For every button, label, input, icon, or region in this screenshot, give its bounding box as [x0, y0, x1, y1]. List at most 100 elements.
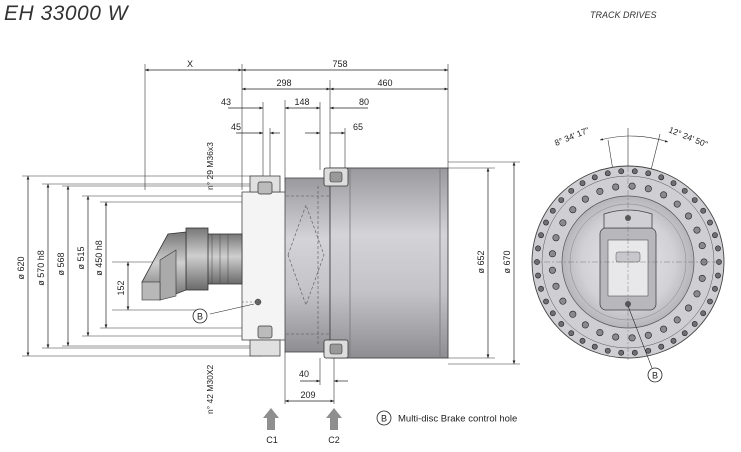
bolt-hole-icon [569, 206, 577, 214]
bolt-note-top: n° 29 M36x3 [205, 142, 215, 190]
dim-758: 758 [332, 59, 347, 69]
bolt-hole-icon [552, 234, 560, 242]
bolt-hole-icon [581, 321, 589, 329]
dim-45: 45 [231, 122, 241, 132]
hydraulic-motor [141, 227, 243, 301]
bolt-hole-icon [548, 250, 556, 258]
bolt-hole-icon [543, 298, 549, 305]
bolt-hole-icon [568, 330, 575, 337]
bolt-hole-icon [604, 170, 611, 177]
port-c1-label: C1 [266, 435, 278, 445]
bolt-hole-icon [715, 245, 721, 252]
bolt-note-bottom: n° 42 M30X2 [205, 364, 215, 414]
bolt-hole-icon [552, 282, 560, 290]
angle-left: 8° 34' 17" [553, 125, 591, 148]
bolt-hole-icon [658, 174, 665, 181]
dim-d515: ø 515 [76, 246, 86, 269]
bolt-hole-icon [538, 232, 544, 239]
bolt-hole-icon [579, 337, 586, 344]
bolt-hole-icon [596, 187, 604, 195]
dim-148: 148 [294, 97, 309, 107]
category-label: TRACK DRIVES [590, 10, 657, 20]
bolt-hole-icon [712, 285, 718, 292]
bolt-hole-icon [558, 197, 565, 203]
bolt-hole-icon [559, 297, 567, 305]
legend-text: Multi-disc Brake control hole [398, 414, 517, 425]
bolt-hole-icon [579, 180, 586, 187]
bolt-hole-icon [618, 168, 625, 175]
drive-body [241, 167, 449, 359]
port-c1-arrow [263, 408, 279, 430]
bolt-hole-icon [644, 185, 652, 193]
legend-symbol: B [381, 414, 387, 424]
bolt-hole-icon [670, 337, 677, 344]
bolt-hole-icon [558, 320, 565, 327]
bolt-hole-icon [543, 219, 549, 226]
bolt-hole-icon [591, 343, 598, 350]
bolt-hole-icon [698, 274, 706, 282]
bolt-hole-icon [645, 170, 652, 177]
bolt-hole-icon [628, 182, 636, 190]
brake-marker-front: B [652, 371, 658, 381]
dim-460: 460 [377, 78, 392, 88]
dim-40: 40 [299, 369, 309, 379]
bolt-hole-icon [569, 310, 577, 318]
bolt-hole-icon [693, 226, 701, 234]
bolt-hole-icon [715, 272, 721, 279]
bolt-hole-icon [691, 197, 698, 203]
dim-152: 152 [116, 280, 126, 295]
dim-209: 209 [300, 390, 315, 400]
bolt-hole-icon [681, 187, 688, 194]
bolt-hole-icon [612, 183, 620, 191]
bolt-hole-icon [658, 343, 665, 350]
dim-d620: ø 620 [16, 256, 26, 279]
dim-d652: ø 652 [476, 250, 486, 273]
bolt-hole-icon [660, 191, 668, 199]
bolt-hole-icon [684, 304, 692, 312]
bolt-hole-icon [549, 310, 556, 317]
bolt-hole-icon [596, 329, 604, 337]
bolt-hole-icon [548, 266, 556, 274]
dim-d568: ø 568 [56, 252, 66, 275]
dim-298: 298 [276, 78, 291, 88]
angle-right: 12° 24' 50" [667, 125, 709, 150]
bolt-hole-icon [581, 195, 589, 203]
dim-80: 80 [359, 97, 369, 107]
bolt-hole-icon [691, 320, 698, 327]
dim-x: X [187, 59, 193, 69]
bolt-hole-icon [700, 310, 707, 317]
bolt-hole-icon [673, 200, 681, 208]
bolt-hole-icon [707, 298, 713, 305]
bolt-hole-icon [618, 349, 625, 356]
bolt-hole-icon [700, 207, 707, 214]
bolt-hole-icon [535, 245, 541, 252]
bolt-hole-icon [712, 232, 718, 239]
dim-d570: ø 570 h8 [36, 250, 46, 286]
bolt-hole-icon [681, 330, 688, 337]
dim-d450: ø 450 h8 [94, 240, 104, 276]
bolt-hole-icon [698, 242, 706, 250]
bolt-hole-icon [645, 347, 652, 354]
bolt-hole-icon [604, 347, 611, 354]
bolt-hole-icon [538, 285, 544, 292]
bolt-hole-icon [612, 333, 620, 341]
bolt-hole-icon [670, 180, 677, 187]
bolt-hole-icon [591, 174, 598, 181]
bolt-hole-icon [549, 207, 556, 214]
dim-d670: ø 670 [502, 250, 512, 273]
bolt-hole-icon [693, 290, 701, 298]
bolt-hole-icon [559, 219, 567, 227]
bolt-hole-icon [631, 349, 638, 356]
page-title: EH 33000 W [4, 2, 129, 25]
port-c2-arrow [326, 408, 342, 430]
bolt-hole-icon [707, 219, 713, 226]
bolt-hole-icon [631, 168, 638, 175]
bolt-hole-icon [628, 334, 636, 342]
bolt-hole-icon [684, 212, 692, 220]
port-c2-label: C2 [328, 435, 340, 445]
dim-65: 65 [353, 122, 363, 132]
bolt-hole-icon [660, 325, 668, 333]
front-view: 8° 34' 17" 12° 24' 50" B [531, 125, 725, 383]
dim-43: 43 [221, 97, 231, 107]
